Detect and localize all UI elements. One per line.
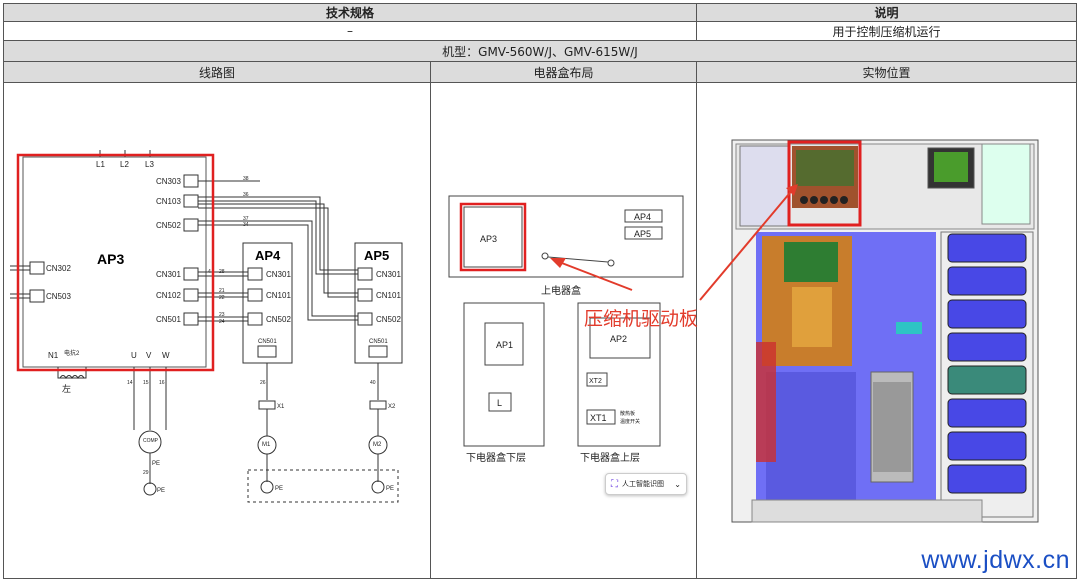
- layout-xt2: XT2: [589, 378, 602, 385]
- layout-ap3: AP3: [480, 234, 497, 244]
- wiring-title: 线路图: [198, 65, 235, 80]
- wire-4: 4: [208, 269, 211, 275]
- x1-label: X1: [277, 404, 285, 410]
- ap5-cn101: CN101: [376, 291, 401, 300]
- ap5-cn501: CN501: [369, 339, 388, 345]
- layout-ap1: AP1: [496, 340, 513, 350]
- lower-left-label: 下电器盒下层: [466, 451, 526, 464]
- wire-29: 29: [143, 470, 149, 476]
- scan-icon: ⛶: [611, 478, 618, 490]
- u-label: U: [131, 351, 137, 360]
- wire-37: 37: [243, 216, 249, 222]
- l1-label: L1: [96, 160, 105, 169]
- spec-header-text: 技术规格: [325, 6, 374, 20]
- wire-15: 15: [143, 380, 149, 386]
- wire-40: 40: [370, 380, 376, 386]
- cn501-label: CN501: [156, 315, 181, 324]
- wire-22: 22: [219, 295, 225, 301]
- layout-note2: 温度开关: [620, 418, 640, 425]
- ap5-cn301: CN301: [376, 270, 401, 279]
- cn103-label: CN103: [156, 197, 181, 206]
- w-label: W: [162, 351, 170, 360]
- wire-36: 36: [243, 192, 249, 198]
- photo-title: 实物位置: [862, 65, 911, 80]
- col-photo: 实物位置: [696, 61, 1077, 83]
- cn301-label: CN301: [156, 270, 181, 279]
- pe-comp: PE: [152, 461, 160, 467]
- wire-14: 14: [127, 380, 133, 386]
- ap4-cn301: CN301: [266, 270, 291, 279]
- layout-ap5: AP5: [634, 229, 651, 239]
- ai-button-label: 人工智能识图: [622, 480, 664, 488]
- wire-26: 26: [260, 380, 266, 386]
- wire-23: 23: [219, 312, 225, 318]
- v-label: V: [146, 351, 152, 360]
- l3-label: L3: [145, 160, 154, 169]
- ap4-cn501: CN501: [258, 339, 277, 345]
- layout-ap4: AP4: [634, 212, 651, 222]
- chevron-down-icon: ⌄: [674, 479, 681, 489]
- col-header-desc: 说明: [696, 3, 1077, 22]
- lower-right-label: 下电器盒上层: [580, 451, 640, 464]
- reactor-label: 电抗2: [64, 349, 80, 357]
- pe-ground3: PE: [386, 486, 394, 492]
- layout-note: 散热板: [620, 410, 635, 417]
- layout-cell: [430, 82, 697, 579]
- layout-xt1: XT1: [590, 413, 607, 423]
- upper-box-label: 上电器盒: [541, 284, 581, 297]
- comp-label: COMP: [143, 438, 159, 444]
- wire-24: 24: [219, 319, 225, 325]
- model-row: 机型：GMV-560W/J、GMV-615W/J: [3, 40, 1077, 62]
- wire-34: 34: [243, 222, 249, 228]
- m1-label: M1: [262, 442, 271, 448]
- unit-photo: [731, 139, 1039, 523]
- pe-ground2: PE: [275, 486, 283, 492]
- ap4-cn502: CN502: [266, 315, 291, 324]
- wiring-diagram: L1 L2 L3 CN303 CN103 CN502 CN301 CN102 C…: [10, 150, 403, 503]
- left-label: 左: [62, 383, 71, 394]
- layout-l: L: [497, 398, 502, 408]
- wire-28: 28: [219, 269, 225, 275]
- col-layout: 电器盒布局: [430, 61, 697, 83]
- wiring-cell: [3, 82, 431, 579]
- watermark: www.jdwx.cn: [921, 546, 1070, 574]
- cn503-label: CN503: [46, 292, 71, 301]
- x2-label: X2: [388, 404, 396, 410]
- wire-16: 16: [159, 380, 165, 386]
- layout-ap2: AP2: [610, 334, 627, 344]
- ap3-label: AP3: [97, 251, 124, 267]
- l2-label: L2: [120, 160, 129, 169]
- ai-recognize-button[interactable]: ⛶ 人工智能识图 ⌄: [605, 473, 687, 495]
- ap5-label: AP5: [364, 248, 389, 263]
- spec-value: –: [347, 24, 353, 38]
- n1-label: N1: [48, 351, 59, 360]
- desc-value: 用于控制压缩机运行: [832, 24, 941, 39]
- desc-header-text: 说明: [874, 6, 899, 20]
- desc-cell: 用于控制压缩机运行: [696, 21, 1077, 41]
- layout-title: 电器盒布局: [533, 65, 594, 80]
- cn302-label: CN302: [46, 264, 71, 273]
- cn102-label: CN102: [156, 291, 181, 300]
- model-text: 机型：GMV-560W/J、GMV-615W/J: [442, 44, 638, 59]
- ap5-cn502: CN502: [376, 315, 401, 324]
- cn303-label: CN303: [156, 177, 181, 186]
- cn502-label: CN502: [156, 221, 181, 230]
- ap4-label: AP4: [255, 248, 281, 263]
- callout-label: 压缩机驱动板: [584, 308, 699, 330]
- pe-ground1: PE: [157, 488, 165, 494]
- ap4-cn101: CN101: [266, 291, 291, 300]
- wire-38: 38: [243, 176, 249, 182]
- m2-label: M2: [373, 442, 382, 448]
- wire-21: 21: [219, 288, 225, 294]
